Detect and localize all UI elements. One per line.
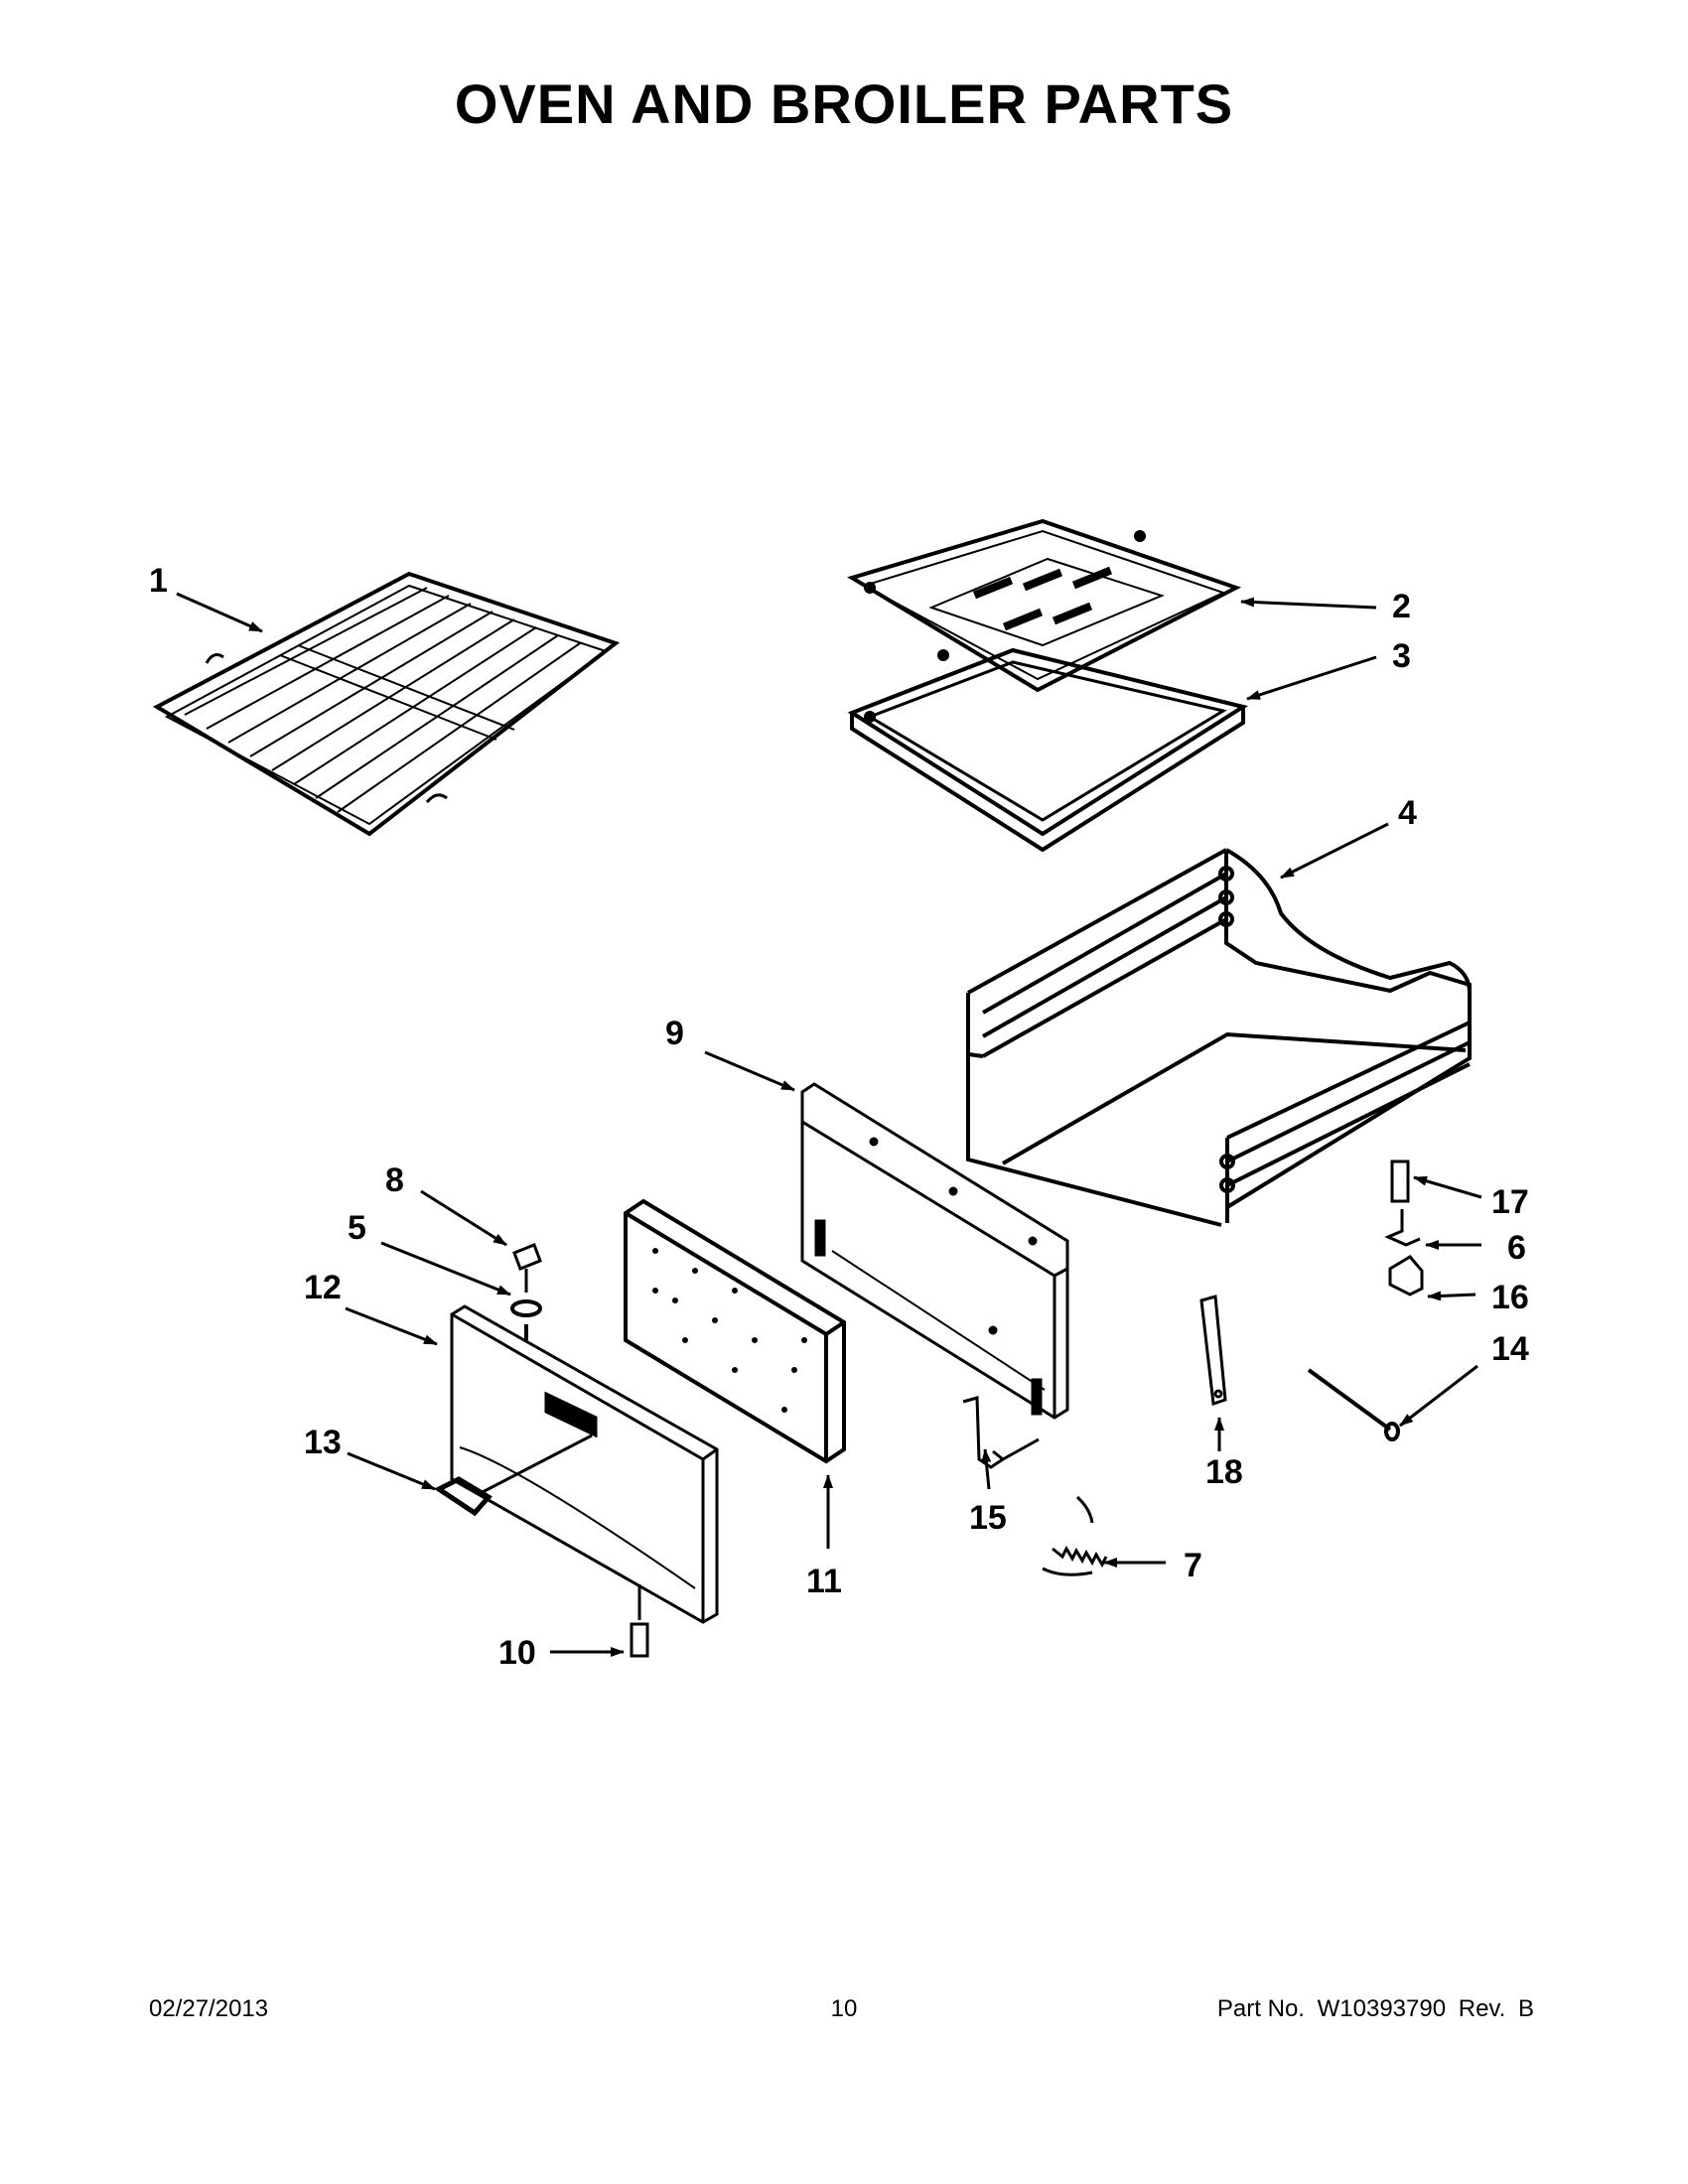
broiler-pan bbox=[847, 647, 1249, 853]
rev-label: Rev. bbox=[1458, 1995, 1506, 2022]
oven-rack bbox=[152, 571, 621, 837]
spring-7 bbox=[1042, 1495, 1108, 1576]
drawer-body bbox=[966, 848, 1472, 1227]
callout-12: 12 bbox=[304, 1269, 342, 1306]
screw-17 bbox=[1390, 1160, 1410, 1203]
callout-5: 5 bbox=[348, 1209, 366, 1247]
callout-3: 3 bbox=[1392, 637, 1411, 675]
drawer-insulation bbox=[624, 1198, 846, 1464]
footer-page-number: 10 bbox=[830, 1995, 858, 2022]
callout-6: 6 bbox=[1507, 1229, 1526, 1267]
part-label: Part No. bbox=[1216, 1995, 1305, 2022]
callout-15: 15 bbox=[969, 1499, 1007, 1537]
drawer-inner-panel bbox=[800, 1082, 1069, 1420]
bracket-15 bbox=[962, 1396, 1040, 1469]
broiler-pan-grid bbox=[847, 518, 1242, 693]
drawer-handle bbox=[434, 1433, 593, 1517]
part-number: W10393790 bbox=[1317, 1995, 1447, 2022]
callout-4: 4 bbox=[1398, 794, 1417, 832]
clip-16 bbox=[1388, 1255, 1424, 1297]
page-title: OVEN AND BROILER PARTS bbox=[454, 72, 1234, 135]
rod-14 bbox=[1307, 1368, 1400, 1441]
callout-14: 14 bbox=[1491, 1330, 1529, 1368]
drawer-front-panel bbox=[450, 1304, 719, 1624]
footer-part-number: Part No. W10393790 Rev. B bbox=[1217, 1995, 1534, 2023]
callout-10: 10 bbox=[498, 1634, 536, 1672]
screw-10 bbox=[630, 1584, 649, 1658]
leader-lines bbox=[176, 592, 1482, 1657]
callout-7: 7 bbox=[1184, 1547, 1202, 1584]
callout-1: 1 bbox=[149, 562, 168, 600]
callout-17: 17 bbox=[1491, 1183, 1529, 1221]
callout-8: 8 bbox=[385, 1161, 404, 1199]
callout-13: 13 bbox=[304, 1424, 342, 1461]
screw-8 bbox=[512, 1243, 542, 1293]
callout-11: 11 bbox=[806, 1563, 842, 1600]
callout-labels: 1 2 3 4 9 8 5 12 13 10 11 15 7 18 17 6 1… bbox=[149, 562, 1529, 1672]
slide-18 bbox=[1199, 1295, 1227, 1407]
callout-9: 9 bbox=[665, 1015, 684, 1052]
footer-date: 02/27/2013 bbox=[149, 1995, 269, 2022]
callout-16: 16 bbox=[1491, 1279, 1529, 1316]
callout-2: 2 bbox=[1392, 588, 1411, 625]
clip-6 bbox=[1384, 1209, 1421, 1247]
rev-value: B bbox=[1517, 1995, 1534, 2022]
washer-5 bbox=[510, 1299, 542, 1340]
callout-18: 18 bbox=[1205, 1453, 1243, 1491]
